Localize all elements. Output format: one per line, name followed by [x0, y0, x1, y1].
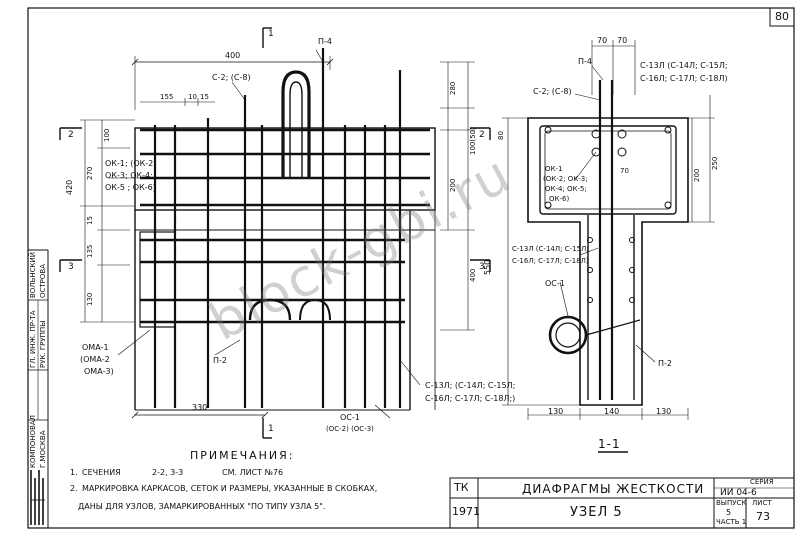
label-oc1-section: ОС-1 — [545, 279, 565, 288]
series-label: СЕРИЯ — [750, 478, 774, 486]
label-c2-plan: С-2; (С-8) — [212, 73, 251, 82]
dim-100-left: 100 — [103, 128, 111, 142]
stamp-marks — [30, 470, 45, 525]
stamp-col-1: ГЛ. ИНЖ. ПР-ТА — [29, 310, 37, 368]
dim-400-top: 400 — [225, 51, 241, 60]
stamp-name-1: ВОЛЬНСКИЙ — [29, 252, 37, 298]
dim-15-left: 15 — [86, 216, 94, 225]
leaf-value: 73 — [756, 510, 770, 523]
label-c13-section-top-1: С-13Л (С-14Л; С-15Л; — [640, 61, 728, 70]
label-oma2: (ОМА-2 — [80, 355, 110, 364]
note-2-line-2: ДАНЫ ДЛЯ УЗЛОВ, ЗАМАРКИРОВАННЫХ "ПО ТИПУ… — [78, 502, 326, 511]
dim-550: 550 — [483, 259, 492, 275]
stamp-col-2: РУК. ГРУППЫ — [39, 320, 47, 368]
note-1-number: 1. — [70, 468, 78, 477]
dim-70-c: 70 — [620, 167, 629, 175]
page-number: 80 — [775, 10, 789, 23]
section-marker-1-top: 1 — [268, 29, 274, 39]
page-number-box — [769, 7, 795, 27]
dim-280-right: 280 — [449, 81, 457, 95]
label-p4-section: П-4 — [578, 57, 592, 66]
section-marker-3-left: 3 — [68, 262, 74, 272]
title-block — [449, 477, 795, 529]
note-1-text: СЕЧЕНИЯ — [82, 468, 121, 477]
label-oc1-plan: ОС-1 — [340, 413, 360, 422]
label-c13-plan-1: С-13Л; (С-14Л; С-15Л; — [425, 381, 516, 390]
tk-label: ТК — [454, 481, 469, 494]
dim-400-right: 400 — [469, 268, 477, 282]
series-value: ИИ 04-6 — [720, 488, 757, 498]
label-ok3-section: ОК-4; ОК-5; — [545, 185, 587, 193]
dim-10: 10 — [188, 93, 197, 101]
year: 1971 — [452, 505, 480, 518]
dim-420-left: 420 — [65, 179, 74, 195]
section-marker-1-bottom: 1 — [268, 424, 274, 434]
dim-130-a: 130 — [548, 407, 564, 416]
section-view — [502, 40, 715, 453]
label-ok2-section: (ОК-2; ОК-3; — [543, 175, 588, 183]
label-c2-section: С-2; (С-8) — [533, 87, 572, 96]
dim-140: 140 — [604, 407, 620, 416]
label-c13-section-top-2: С-16Л; С-17Л; С-18Л) — [640, 74, 728, 83]
dim-135-left: 135 — [86, 244, 94, 258]
label-p2-plan: П-2 — [213, 356, 227, 365]
note-1-ref: СМ. ЛИСТ №76 — [222, 468, 284, 477]
drawing-title: ДИАФРАГМЫ ЖЕСТКОСТИ — [522, 482, 705, 496]
stamp-comp-1: КОМПОНОВАЛ — [29, 415, 37, 468]
sheet-frame — [27, 7, 795, 529]
plan-view — [59, 27, 491, 439]
dim-130-left: 130 — [86, 292, 94, 306]
stamp-name-2: ОСТРОВА — [39, 264, 47, 298]
issue-value: 5 — [726, 508, 732, 517]
label-ok-2: ОК-3; ОК-4; — [105, 171, 153, 180]
part-label: ЧАСТЬ 1 — [716, 518, 747, 526]
dim-15: 15 — [200, 93, 209, 101]
label-ok-3: ОК-5 ; ОК-6) — [105, 183, 156, 192]
label-c13-section-mid-2: С-16Л; С-17Л; С-18Л) — [512, 257, 589, 265]
note-2-number: 2. — [70, 484, 78, 493]
stamp-comp-2: Г.МОСКВА — [39, 430, 47, 469]
label-ok1-section: ОК-1 — [545, 165, 563, 173]
dim-250-section: 250 — [711, 156, 719, 170]
dim-100-50-right: 100(50) — [469, 127, 477, 155]
section-title: 1-1 — [598, 437, 621, 451]
label-oma1: ОМА-1 — [82, 343, 109, 352]
dim-70-a: 70 — [597, 36, 608, 45]
note-1-sections: 2-2, 3-3 — [152, 468, 184, 477]
leaf-label: ЛИСТ — [752, 499, 772, 507]
label-p4-plan: П-4 — [318, 37, 332, 46]
dim-330: 330 — [192, 403, 208, 412]
dim-130-b: 130 — [656, 407, 672, 416]
label-oma3: ОМА-3) — [84, 367, 114, 376]
dim-200-section: 200 — [693, 168, 701, 182]
dim-80: 80 — [497, 131, 505, 140]
section-marker-2-right: 2 — [479, 130, 485, 140]
issue-label: ВЫПУСК — [716, 499, 747, 507]
label-oc2-plan: (ОС-2) (ОС-3) — [326, 425, 374, 433]
label-ok4-section: ОК-6) — [549, 195, 570, 203]
dim-270-left: 270 — [86, 166, 94, 180]
dim-155: 155 — [160, 93, 174, 101]
section-marker-2-left: 2 — [68, 130, 74, 140]
drawing-subtitle: УЗЕЛ 5 — [570, 505, 623, 520]
notes-heading: ПРИМЕЧАНИЯ: — [190, 449, 295, 462]
section-marker-3-right: 3 — [479, 262, 485, 272]
label-p2-section: П-2 — [658, 359, 672, 368]
note-2-line-1: МАРКИРОВКА КАРКАСОВ, СЕТОК И РАЗМЕРЫ, УК… — [82, 484, 378, 493]
label-c13-section-mid-1: С-13Л (С-14Л; С-15Л; — [512, 245, 589, 253]
label-ok-1: ОК-1; (ОК-2 — [105, 159, 154, 168]
dim-70-b: 70 — [617, 36, 628, 45]
label-c13-plan-2: С-16Л; С-17Л; С-18Л;) — [425, 394, 516, 403]
